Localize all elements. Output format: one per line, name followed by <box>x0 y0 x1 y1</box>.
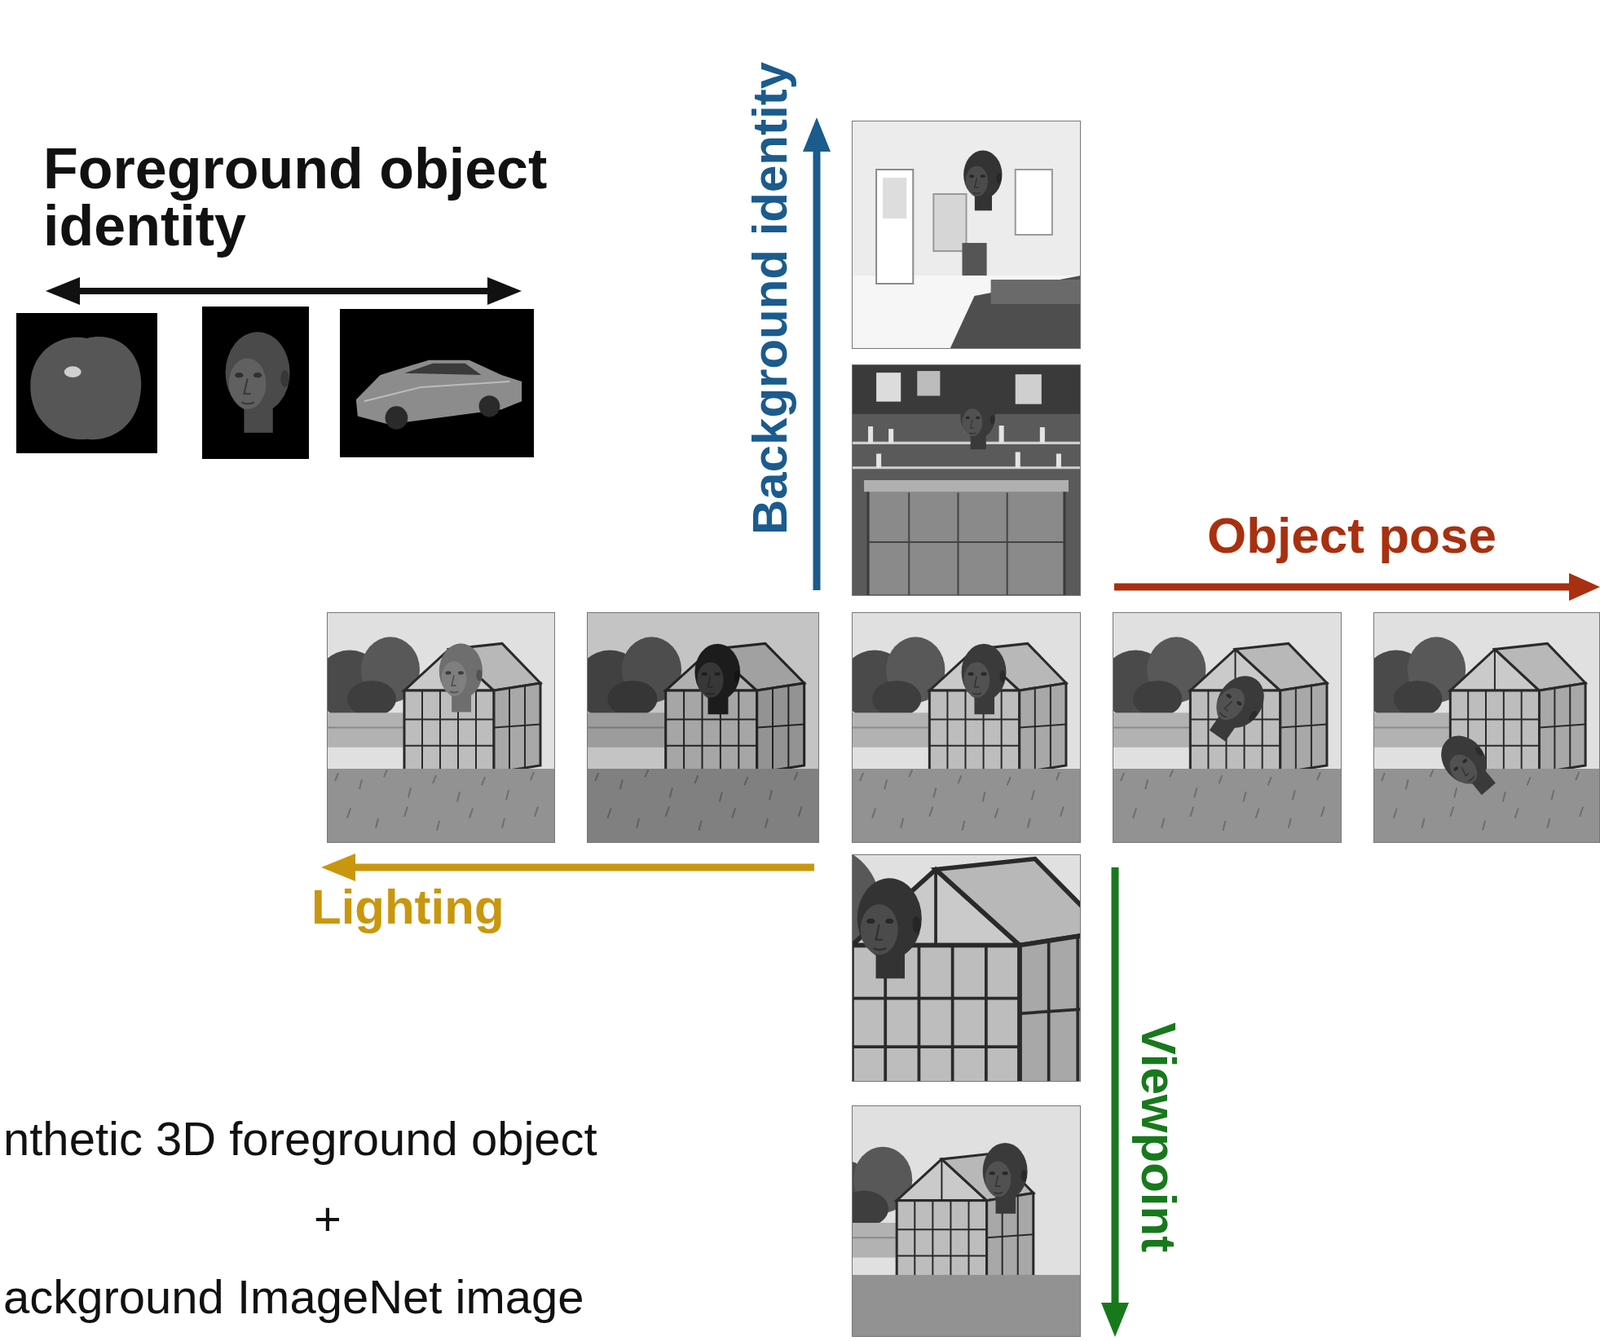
bar-image <box>851 364 1081 596</box>
axis-label: Background identity <box>745 61 795 535</box>
lighting-arrow <box>355 863 815 872</box>
apple-image <box>16 312 158 454</box>
pose-image <box>1361 612 1600 843</box>
light-image <box>315 612 556 843</box>
axis-label: Viewpoint <box>1133 1022 1183 1252</box>
axis-label: Object pose <box>1207 510 1497 561</box>
identity-arrow <box>79 287 488 295</box>
viewpoint-arrow <box>1111 867 1120 1303</box>
caption-line: ackground ImageNet image <box>3 1273 585 1321</box>
caption-symbol: + <box>313 1194 342 1243</box>
base-image <box>840 612 1081 843</box>
axis-label: Lighting <box>311 882 505 932</box>
background-arrow <box>813 151 821 591</box>
car-image <box>339 308 534 458</box>
head-image <box>202 306 309 459</box>
pose-arrow <box>1114 583 1570 591</box>
axis-title: Foreground object identity <box>43 140 565 255</box>
dark-image <box>575 612 820 843</box>
room-image <box>851 120 1081 349</box>
pose-image <box>1101 612 1342 843</box>
caption-line: nthetic 3D foreground object <box>3 1115 598 1163</box>
far-image <box>807 1105 1081 1341</box>
